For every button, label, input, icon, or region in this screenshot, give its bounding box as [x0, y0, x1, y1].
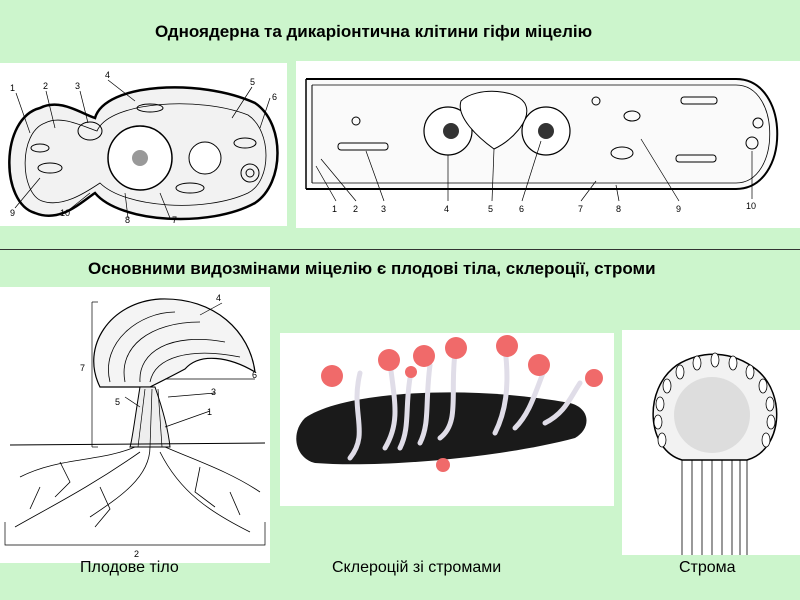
d2-label-7: 7: [578, 204, 583, 214]
d2-label-6: 6: [519, 204, 524, 214]
d3-label-2: 2: [134, 549, 139, 559]
d1-label-2: 2: [43, 81, 48, 91]
d1-label-6: 6: [272, 92, 277, 102]
d3-label-4: 4: [216, 293, 221, 303]
divider: [0, 249, 800, 250]
caption-stroma: Строма: [679, 559, 736, 576]
d2-label-8: 8: [616, 204, 621, 214]
d3-label-7: 7: [80, 363, 85, 373]
dikaryotic-cell-diagram: 1 2 3 4 5 6 7 8 9 10: [296, 61, 800, 228]
d1-label-1: 1: [10, 83, 15, 93]
sclerotium-photo: [280, 333, 614, 506]
d1-label-9: 9: [10, 208, 15, 218]
d3-label-1: 1: [207, 407, 212, 417]
title-cells: Одноядерна та дикаріонтична клітини гіфи…: [155, 22, 593, 41]
caption-sclerotium: Склероцій зі стромами: [332, 559, 502, 576]
d2-label-3: 3: [381, 204, 386, 214]
d1-label-7: 7: [172, 215, 177, 225]
d1-label-4: 4: [105, 70, 110, 80]
d3-label-5: 5: [115, 397, 120, 407]
d1-label-3: 3: [75, 81, 80, 91]
d2-label-5: 5: [488, 204, 493, 214]
d3-label-3: 3: [211, 387, 216, 397]
d2-label-2: 2: [353, 204, 358, 214]
title-modifications: Основними видозмінами міцелію є плодові …: [88, 259, 656, 278]
d1-label-10: 10: [60, 208, 70, 218]
caption-fruit-body: Плодове тіло: [80, 559, 179, 576]
d1-label-8: 8: [125, 215, 130, 225]
d2-label-1: 1: [332, 204, 337, 214]
d1-label-5: 5: [250, 77, 255, 87]
d2-label-10: 10: [746, 201, 756, 211]
stroma-diagram: [622, 330, 800, 555]
d2-label-9: 9: [676, 204, 681, 214]
fruit-body-diagram: 4 6 3 5 1 7 2: [0, 287, 270, 563]
d2-label-4: 4: [444, 204, 449, 214]
d3-label-6: 6: [252, 370, 257, 380]
uninucleate-cell-diagram: 1 2 3 4 5 6 7 8 9 10: [0, 63, 287, 226]
